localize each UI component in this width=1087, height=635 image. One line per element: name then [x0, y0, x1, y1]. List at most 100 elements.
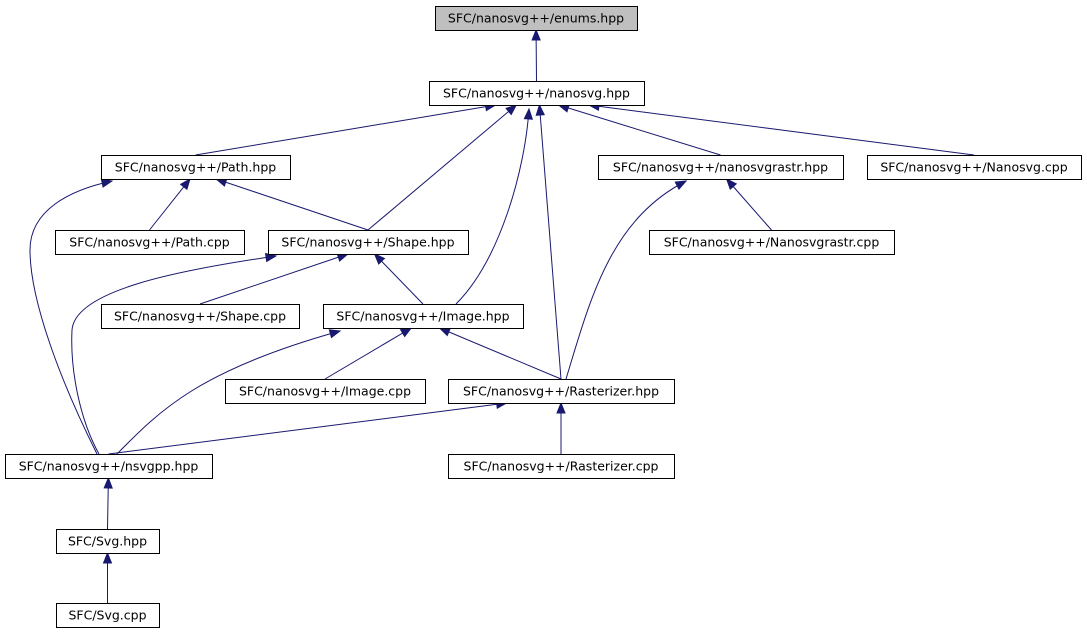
edge-arrowhead — [523, 107, 534, 120]
file-node-path-hpp[interactable]: SFC/nanosvg++/Path.hpp — [101, 155, 291, 180]
edge-line — [116, 330, 341, 455]
dependency-edge — [199, 252, 350, 305]
node-label: SFC/nanosvg++/Nanosvg.cpp — [880, 160, 1067, 175]
edge-line — [567, 107, 721, 156]
node-box — [56, 529, 160, 554]
file-node-shape-hpp[interactable]: SFC/nanosvg++/Shape.hpp — [268, 230, 469, 255]
file-node-rasterizer-cpp[interactable]: SFC/nanosvg++/Rasterizer.cpp — [448, 454, 675, 479]
edge-line — [367, 110, 510, 231]
file-node-nanosvg-hpp[interactable]: SFC/nanosvg++/nanosvg.hpp — [429, 81, 645, 106]
dependency-edge — [195, 102, 497, 156]
edge-line — [565, 180, 687, 380]
edge-arrowhead — [179, 177, 191, 191]
node-box — [598, 155, 844, 180]
file-node-nanosvgrastr-cpp[interactable]: SFC/nanosvg++/Nanosvgrastr.cpp — [649, 230, 895, 255]
dependency-edge — [116, 329, 342, 455]
dependency-edge — [71, 252, 278, 455]
edge-line — [539, 113, 562, 380]
node-box — [429, 81, 645, 106]
node-label: SFC/nanosvg++/Shape.hpp — [281, 235, 454, 250]
edge-line — [71, 255, 277, 455]
node-box — [435, 6, 638, 31]
dependency-edge — [214, 177, 369, 231]
dependency-edge — [149, 177, 191, 231]
node-box — [448, 454, 675, 479]
node-box — [323, 304, 524, 329]
node-box — [448, 379, 675, 404]
edge-arrowhead — [100, 178, 114, 188]
dependency-edge — [556, 401, 566, 454]
node-label: SFC/Svg.hpp — [68, 534, 147, 549]
dependency-edge — [367, 104, 518, 231]
node-label: SFC/nanosvg++/Path.cpp — [69, 235, 229, 250]
edge-line — [199, 256, 340, 305]
edge-line — [447, 331, 562, 380]
edge-arrowhead — [556, 401, 566, 414]
node-label: SFC/nanosvg++/nanosvgrastr.hpp — [613, 160, 828, 175]
edge-arrowhead — [328, 329, 342, 339]
node-box — [225, 379, 426, 404]
edge-line — [224, 181, 369, 231]
file-node-svg-hpp[interactable]: SFC/Svg.hpp — [56, 529, 160, 554]
edge-arrowhead — [531, 28, 541, 41]
node-label: SFC/nanosvg++/Path.hpp — [115, 160, 277, 175]
edge-arrowhead — [505, 104, 518, 116]
file-node-image-cpp[interactable]: SFC/nanosvg++/Image.cpp — [225, 379, 426, 404]
edge-line — [455, 108, 530, 305]
file-node-svg-cpp[interactable]: SFC/Svg.cpp — [56, 603, 160, 628]
edge-arrowhead — [373, 253, 386, 265]
file-node-rasterizer-hpp[interactable]: SFC/nanosvg++/Rasterizer.hpp — [448, 379, 675, 404]
edge-arrowhead — [103, 476, 113, 489]
edge-line — [324, 332, 404, 380]
dependency-edge — [373, 253, 424, 305]
edge-line — [29, 180, 113, 455]
dependency-edge — [535, 103, 562, 380]
dependency-edge — [587, 101, 975, 156]
dependency-edge — [103, 476, 113, 530]
node-label: SFC/nanosvg++/enums.hpp — [448, 11, 624, 26]
dependency-edge — [565, 180, 688, 380]
node-label: SFC/nanosvg++/Rasterizer.hpp — [463, 384, 659, 399]
node-box — [867, 155, 1082, 180]
edge-line — [380, 260, 424, 305]
edge-line — [597, 105, 975, 156]
edge-arrowhead — [535, 103, 545, 116]
node-label: SFC/nanosvg++/Image.cpp — [239, 384, 411, 399]
node-label: SFC/nanosvg++/Nanosvgrastr.cpp — [664, 235, 880, 250]
edges-layer — [29, 28, 975, 603]
node-box — [101, 155, 291, 180]
file-node-nanosvg-cpp[interactable]: SFC/nanosvg++/Nanosvg.cpp — [867, 155, 1082, 180]
node-label: SFC/nanosvg++/Image.hpp — [336, 309, 509, 324]
file-node-shape-cpp[interactable]: SFC/nanosvg++/Shape.cpp — [101, 304, 300, 329]
edge-line — [732, 185, 772, 231]
node-label: SFC/nanosvg++/Rasterizer.cpp — [464, 459, 659, 474]
edge-line — [195, 105, 487, 156]
edge-arrowhead — [725, 177, 738, 191]
node-box — [55, 230, 245, 255]
file-node-enums[interactable]: SFC/nanosvg++/enums.hpp — [435, 6, 638, 31]
file-node-path-cpp[interactable]: SFC/nanosvg++/Path.cpp — [55, 230, 245, 255]
edge-arrowhead — [438, 327, 452, 337]
edge-arrowhead — [674, 180, 688, 191]
edge-arrowhead — [102, 551, 113, 564]
dependency-edge — [29, 178, 114, 455]
edge-line — [149, 185, 185, 231]
dependency-edge — [725, 177, 772, 231]
file-node-nsvgpp-hpp[interactable]: SFC/nanosvg++/nsvgpp.hpp — [5, 454, 213, 479]
file-node-image-hpp[interactable]: SFC/nanosvg++/Image.hpp — [323, 304, 524, 329]
dependency-edge — [455, 107, 534, 305]
node-box — [101, 304, 300, 329]
node-label: SFC/nanosvg++/Shape.cpp — [114, 309, 286, 324]
nodes-layer: SFC/nanosvg++/enums.hppSFC/nanosvg++/nan… — [5, 6, 1082, 628]
edge-arrowhead — [399, 327, 413, 338]
dependency-edge — [438, 327, 562, 380]
dependency-edge — [108, 399, 509, 455]
dependency-edge — [324, 327, 413, 380]
node-box — [5, 454, 213, 479]
dependency-edge — [102, 551, 113, 603]
file-node-nanosvgrastr-hpp[interactable]: SFC/nanosvg++/nanosvgrastr.hpp — [598, 155, 844, 180]
dependency-edge — [531, 28, 541, 82]
edge-line — [108, 403, 498, 455]
node-label: SFC/nanosvg++/nsvgpp.hpp — [19, 459, 199, 474]
node-box — [649, 230, 895, 255]
